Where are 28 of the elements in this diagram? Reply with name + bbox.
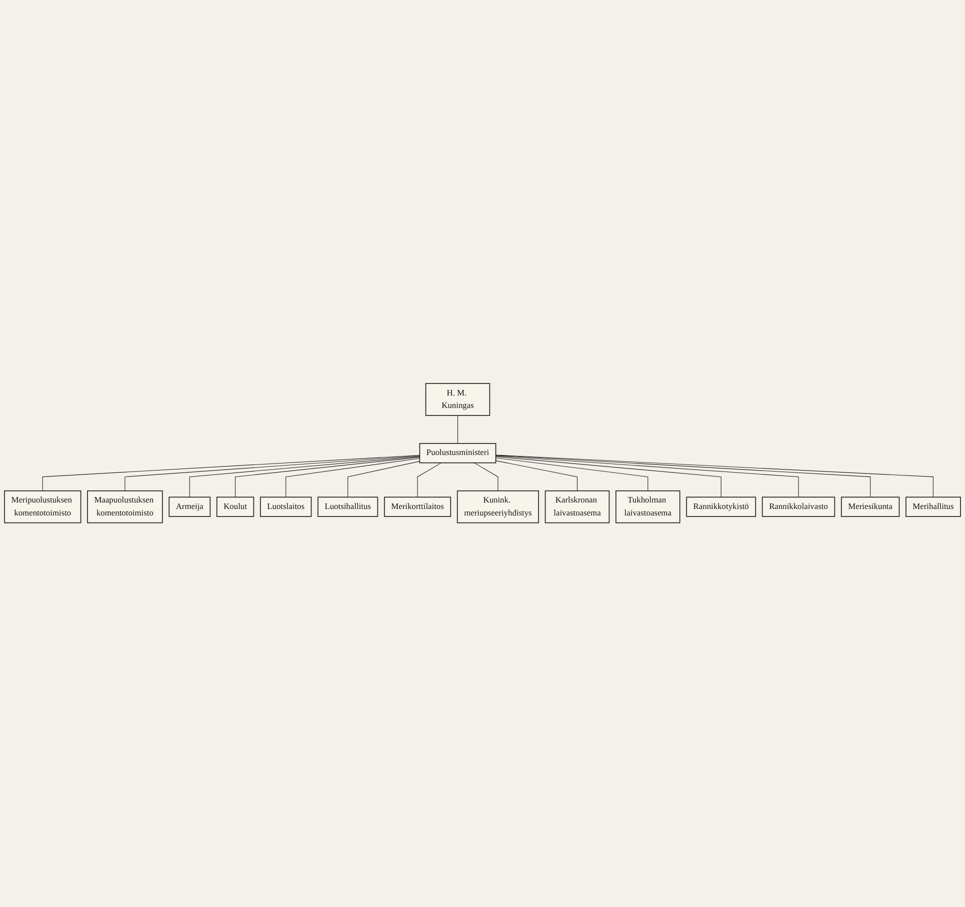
- node-box: Merihallitus: [906, 497, 961, 518]
- connector: [348, 461, 420, 498]
- node-box: Meripuolustuksen komentotoimisto: [4, 490, 82, 524]
- node-box: Koulut: [216, 497, 254, 518]
- connector: [496, 460, 578, 492]
- node-box: Luotslaitos: [260, 497, 312, 518]
- node-box: Armeija: [168, 497, 211, 518]
- connector: [189, 456, 420, 498]
- node-box: Rannikkotykistö: [686, 497, 756, 518]
- node-box: H. M. Kuningas: [425, 383, 490, 416]
- connector: [474, 462, 498, 492]
- connector: [496, 456, 799, 498]
- node-box: Merikorttilaitos: [384, 497, 452, 518]
- connector: [286, 458, 420, 498]
- node-box: Kunink. meriupseeriyhdistys: [456, 490, 539, 524]
- node-box: Tukholman laivastoasema: [616, 490, 680, 524]
- node-box: Karlskronan laivastoasema: [544, 490, 610, 524]
- node-box: Puolustusministeri: [419, 443, 496, 464]
- node-box: Maapuolustuksen komentotoimisto: [87, 490, 163, 524]
- connector: [496, 456, 722, 498]
- node-box: Luotsihallitus: [318, 497, 378, 518]
- connector: [42, 455, 420, 492]
- node-box: Rannikkolaivasto: [762, 497, 836, 518]
- connector: [124, 456, 420, 492]
- connector: [235, 457, 420, 498]
- node-box: Meriesikunta: [840, 497, 900, 518]
- connector: [496, 458, 648, 492]
- connector: [457, 416, 458, 444]
